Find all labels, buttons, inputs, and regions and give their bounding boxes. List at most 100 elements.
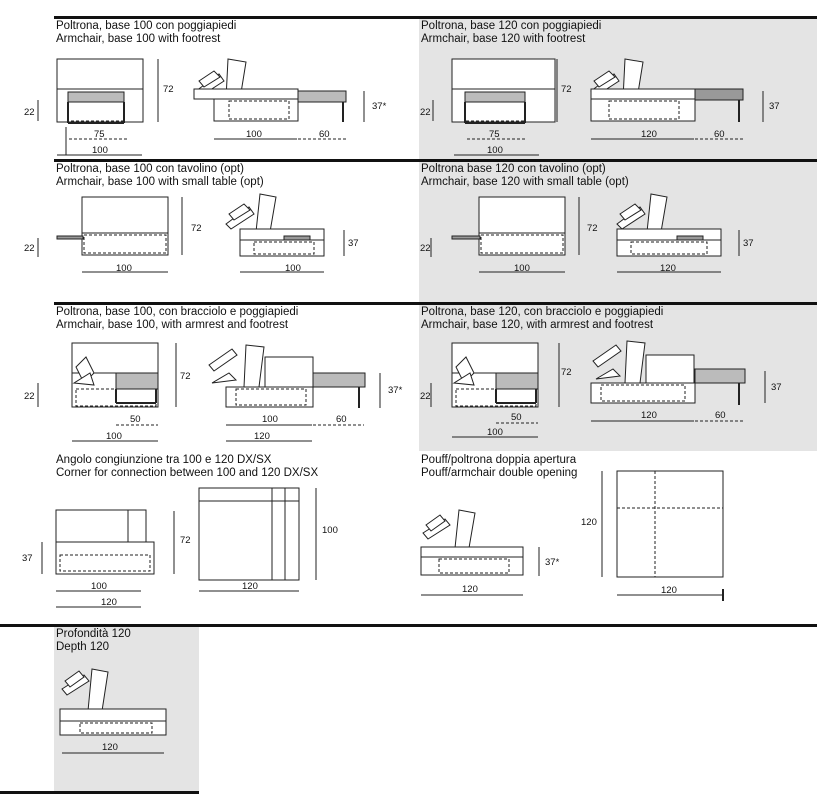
dim-inner: 50 bbox=[130, 414, 141, 425]
title-it: Angolo congiunzione tra 100 e 120 DX/SX bbox=[56, 454, 272, 466]
section-title: Angolo congiunzione tra 100 e 120 DX/SX … bbox=[56, 454, 318, 480]
section-rule bbox=[0, 624, 817, 627]
section-title: Poltrona base 120 con tavolino (opt) Arm… bbox=[421, 163, 629, 189]
dim-seat-height: 37 bbox=[22, 553, 33, 564]
dim-depth: 120 bbox=[641, 410, 657, 421]
dim-footrest: 60 bbox=[714, 129, 725, 140]
section-armchair-120-armrest: Poltrona, base 120, con bracciolo e pogg… bbox=[419, 305, 817, 451]
title-it: Poltrona, base 120 con poggiapiedi bbox=[421, 20, 602, 32]
dim-seat-height: 37* bbox=[372, 101, 387, 112]
title-en: Depth 120 bbox=[56, 641, 110, 653]
dim-seat: 22 bbox=[24, 107, 35, 118]
dim-seat: 22 bbox=[420, 391, 431, 402]
front-side-drawing: 72 22 100 100 37 bbox=[24, 193, 359, 274]
dim-seat-height: 37 bbox=[743, 238, 754, 249]
section-rule bbox=[0, 791, 199, 794]
dim-width: 100 bbox=[116, 263, 132, 274]
dim-height: 72 bbox=[191, 223, 202, 234]
title-en: Corner for connection between 100 and 12… bbox=[56, 467, 319, 479]
dim-depth: 100 bbox=[262, 414, 278, 425]
section-depth-120: Profondità 120 Depth 120 120 bbox=[54, 627, 199, 791]
dim-height: 72 bbox=[561, 84, 572, 95]
title-it: Poltrona, base 100 con poggiapiedi bbox=[56, 20, 237, 32]
dim-footrest: 60 bbox=[336, 414, 347, 425]
title-it: Profondità 120 bbox=[56, 628, 131, 640]
section-rule bbox=[54, 302, 817, 305]
dim-seat-height: 37* bbox=[388, 385, 403, 396]
dim-top-width: 120 bbox=[661, 585, 677, 596]
section-armchair-100-table: Poltrona, base 100 con tavolino (opt) Ar… bbox=[24, 162, 419, 302]
section-title: Poltrona, base 100 con poggiapiedi Armch… bbox=[56, 20, 236, 46]
side-top-drawing: 37* 120 120 120 bbox=[420, 470, 724, 601]
title-en: Armchair, base 120 with small table (opt… bbox=[421, 176, 629, 188]
dim-total: 120 bbox=[254, 431, 270, 442]
dim-height: 72 bbox=[180, 371, 191, 382]
front-side-drawing: 72 22 100 120 37 bbox=[420, 193, 754, 274]
dim-front-100: 100 bbox=[91, 581, 107, 592]
dim-depth: 120 bbox=[641, 129, 657, 140]
dim-side-width: 120 bbox=[462, 584, 478, 595]
title-en: Pouff/armchair double opening bbox=[421, 467, 578, 479]
dim-seat: 22 bbox=[24, 243, 35, 254]
dim-footrest: 60 bbox=[319, 129, 330, 140]
section-title: Poltrona, base 120 con poggiapiedi Armch… bbox=[421, 20, 601, 46]
section-armchair-120-table: Poltrona base 120 con tavolino (opt) Arm… bbox=[419, 162, 817, 302]
dim-seat-height: 37 bbox=[771, 382, 782, 393]
front-top-drawing: 37 72 100 120 100 120 bbox=[22, 487, 338, 608]
dim-height: 72 bbox=[587, 223, 598, 234]
section-title: Poltrona, base 100 con tavolino (opt) Ar… bbox=[56, 163, 264, 189]
dim-seat: 22 bbox=[420, 243, 431, 254]
dim-top-depth: 120 bbox=[581, 517, 597, 528]
dim-seat: 22 bbox=[420, 107, 431, 118]
dim-width: 100 bbox=[92, 145, 108, 156]
section-rule bbox=[54, 159, 817, 162]
dim-inner: 50 bbox=[511, 412, 522, 423]
title-en: Armchair, base 100 with footrest bbox=[56, 33, 221, 45]
dim-depth: 120 bbox=[102, 742, 118, 753]
dim-width: 100 bbox=[487, 145, 503, 156]
front-side-drawing: 72 22 50 100 100 60 120 37* bbox=[24, 342, 403, 442]
title-it: Pouff/poltrona doppia apertura bbox=[421, 454, 577, 466]
dim-seat-height: 37 bbox=[769, 101, 780, 112]
section-title: Pouff/poltrona doppia apertura Pouff/arm… bbox=[421, 454, 577, 480]
section-title: Poltrona, base 100, con bracciolo e pogg… bbox=[56, 306, 298, 332]
section-armchair-120-footrest: Poltrona, base 120 con poggiapiedi Armch… bbox=[419, 19, 817, 159]
title-en: Armchair, base 100, with armrest and foo… bbox=[56, 319, 289, 331]
dim-depth: 100 bbox=[285, 263, 301, 274]
section-corner-connection: Angolo congiunzione tra 100 e 120 DX/SX … bbox=[22, 453, 419, 623]
section-pouff-double: Pouff/poltrona doppia apertura Pouff/arm… bbox=[419, 453, 817, 623]
front-side-drawing: 72 22 50 100 120 60 37 bbox=[420, 340, 782, 438]
dim-top-width: 120 bbox=[242, 581, 258, 592]
title-it: Poltrona, base 100, con bracciolo e pogg… bbox=[56, 306, 299, 318]
dim-front-120: 120 bbox=[101, 597, 117, 608]
dim-width: 100 bbox=[514, 263, 530, 274]
title-it: Poltrona, base 120, con bracciolo e pogg… bbox=[421, 306, 664, 318]
title-en: Armchair, base 120 with footrest bbox=[421, 33, 586, 45]
dim-inner: 75 bbox=[94, 129, 105, 140]
dim-top-depth: 100 bbox=[322, 525, 338, 536]
dim-seat: 22 bbox=[24, 391, 35, 402]
dim-inner: 75 bbox=[489, 129, 500, 140]
dim-seat-height: 37* bbox=[545, 557, 560, 568]
title-en: Armchair, base 120, with armrest and foo… bbox=[421, 319, 654, 331]
dim-width: 100 bbox=[487, 427, 503, 438]
dim-depth: 120 bbox=[660, 263, 676, 274]
dim-seat-height: 37 bbox=[348, 238, 359, 249]
front-side-drawing: 72 22 75 100 100 60 37* bbox=[24, 58, 387, 156]
dim-width: 100 bbox=[106, 431, 122, 442]
front-side-drawing: 72 22 75 100 120 60 37 bbox=[420, 58, 780, 156]
section-title: Profondità 120 Depth 120 bbox=[56, 628, 131, 654]
title-en: Armchair, base 100 with small table (opt… bbox=[56, 176, 264, 188]
dim-height: 72 bbox=[180, 535, 191, 546]
section-armchair-100-armrest: Poltrona, base 100, con bracciolo e pogg… bbox=[24, 305, 419, 451]
section-armchair-100-footrest: Poltrona, base 100 con poggiapiedi Armch… bbox=[24, 19, 419, 159]
dim-footrest: 60 bbox=[715, 410, 726, 421]
dim-height: 72 bbox=[561, 367, 572, 378]
title-it: Poltrona, base 100 con tavolino (opt) bbox=[56, 163, 244, 175]
dim-height: 72 bbox=[163, 84, 174, 95]
title-it: Poltrona base 120 con tavolino (opt) bbox=[421, 163, 606, 175]
dim-depth: 100 bbox=[246, 129, 262, 140]
section-rule bbox=[54, 16, 817, 19]
side-drawing: 120 bbox=[59, 668, 167, 754]
section-title: Poltrona, base 120, con bracciolo e pogg… bbox=[421, 306, 663, 332]
